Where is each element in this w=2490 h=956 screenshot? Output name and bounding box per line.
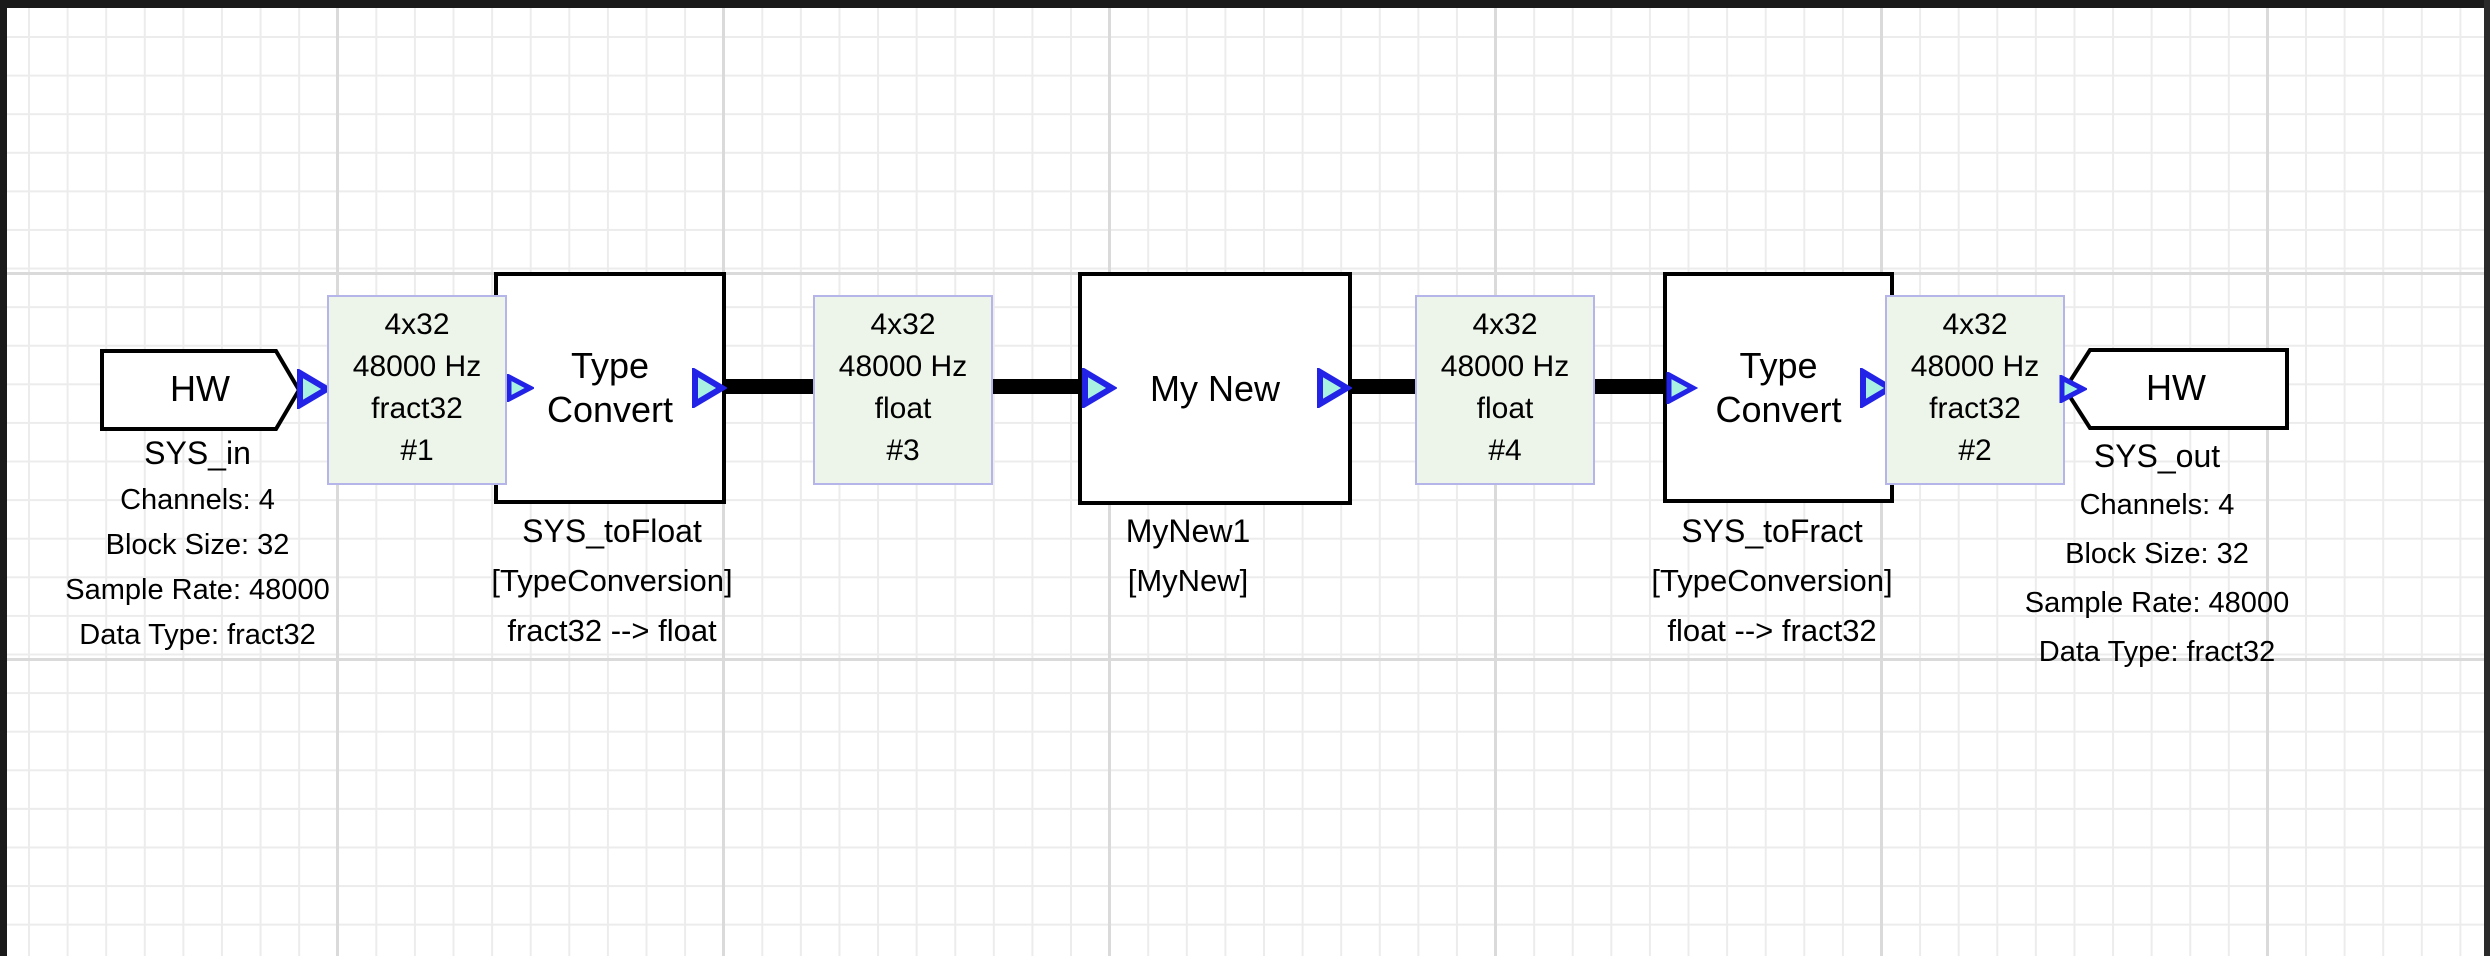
block-label-line: Convert bbox=[1715, 388, 1842, 430]
tofract-output-port-icon[interactable] bbox=[1859, 366, 1896, 410]
node-class-label: [TypeConversion] bbox=[491, 563, 733, 598]
hw-output-block-label: HW bbox=[2146, 367, 2206, 408]
wire-rate: 48000 Hz bbox=[838, 350, 968, 383]
mynew-output-port-icon[interactable] bbox=[1316, 366, 1353, 410]
node-conversion-label: float --> fract32 bbox=[1667, 613, 1877, 648]
node-name-label: MyNew1 bbox=[1125, 513, 1251, 549]
tofloat-output-port-icon[interactable] bbox=[691, 366, 728, 410]
wire-dtype: float bbox=[1476, 392, 1534, 425]
window-frame-top bbox=[0, 0, 2490, 8]
type-convert-tofloat-block[interactable]: Type Convert bbox=[494, 272, 726, 504]
tofloat-annotations: SYS_toFloat [TypeConversion] fract32 -->… bbox=[452, 506, 772, 656]
node-class-label: [MyNew] bbox=[1127, 563, 1249, 598]
node-property: Data Type: fract32 bbox=[79, 619, 316, 651]
wire-info-box-1[interactable]: 4x32 48000 Hz fract32 #1 bbox=[327, 295, 507, 485]
wire-dtype: fract32 bbox=[1929, 392, 2021, 425]
node-property: Block Size: 32 bbox=[2065, 538, 2249, 570]
wire-dtype: float bbox=[874, 392, 932, 425]
mynew-input-port-icon[interactable] bbox=[1081, 366, 1118, 410]
block-label-line: Type bbox=[570, 345, 650, 386]
node-property: Sample Rate: 48000 bbox=[65, 574, 330, 606]
wire-rate: 48000 Hz bbox=[1440, 350, 1570, 383]
wire-w3-to-myNew[interactable] bbox=[975, 379, 1095, 394]
grid-major-line bbox=[0, 658, 2490, 661]
tofloat-input-port-icon[interactable] bbox=[506, 372, 536, 404]
node-property: Channels: 4 bbox=[2079, 489, 2235, 521]
grid-major-line bbox=[2266, 0, 2269, 956]
node-property: Block Size: 32 bbox=[105, 529, 290, 561]
block-label-line: Type bbox=[1739, 344, 1818, 386]
wire-dims: 4x32 bbox=[384, 308, 450, 341]
tofract-input-port-icon[interactable] bbox=[1666, 370, 1699, 406]
wire-info-box-4[interactable]: 4x32 48000 Hz float #4 bbox=[1415, 295, 1595, 485]
type-convert-tofract-block[interactable]: Type Convert bbox=[1663, 272, 1894, 503]
wire-rate: 48000 Hz bbox=[352, 350, 482, 383]
mynew-block[interactable]: My New bbox=[1078, 272, 1352, 505]
wire-id: #2 bbox=[1958, 434, 1992, 467]
hw-input-output-port-icon[interactable] bbox=[296, 367, 333, 411]
node-name-label: SYS_toFloat bbox=[522, 513, 702, 549]
hw-output-annotations: SYS_out Channels: 4 Block Size: 32 Sampl… bbox=[1968, 431, 2346, 677]
block-label-line: My New bbox=[1149, 367, 1280, 409]
node-conversion-label: fract32 --> float bbox=[507, 613, 717, 648]
wire-id: #1 bbox=[400, 434, 434, 467]
wire-dtype: fract32 bbox=[371, 392, 463, 425]
hw-input-block[interactable] bbox=[100, 349, 302, 431]
wire-w4-to-toFract[interactable] bbox=[1580, 379, 1680, 394]
node-name-label: SYS_toFract bbox=[1681, 513, 1863, 549]
node-name-label: SYS_in bbox=[144, 435, 251, 471]
window-frame-right bbox=[2484, 0, 2490, 956]
node-property: Data Type: fract32 bbox=[2038, 636, 2276, 668]
hw-input-annotations: SYS_in Channels: 4 Block Size: 32 Sample… bbox=[10, 428, 385, 658]
wire-info-box-3[interactable]: 4x32 48000 Hz float #3 bbox=[813, 295, 993, 485]
tofract-annotations: SYS_toFract [TypeConversion] float --> f… bbox=[1610, 506, 1934, 656]
wire-dims: 4x32 bbox=[1472, 308, 1538, 341]
wire-dims: 4x32 bbox=[1942, 308, 2008, 341]
wire-rate: 48000 Hz bbox=[1910, 350, 2040, 383]
hw-input-block-label: HW bbox=[170, 368, 230, 409]
wire-dims: 4x32 bbox=[870, 308, 936, 341]
hw-output-block[interactable] bbox=[2062, 348, 2291, 430]
block-label-line: Convert bbox=[546, 389, 674, 430]
wire-info-box-2[interactable]: 4x32 48000 Hz fract32 #2 bbox=[1885, 295, 2065, 485]
node-name-label: SYS_out bbox=[2093, 438, 2221, 474]
node-property: Channels: 4 bbox=[120, 484, 275, 516]
wire-myNew-to-w4[interactable] bbox=[1335, 379, 1430, 394]
node-class-label: [TypeConversion] bbox=[1651, 563, 1893, 598]
wire-id: #4 bbox=[1488, 434, 1522, 467]
hw-output-input-port-icon[interactable] bbox=[2059, 373, 2089, 405]
window-frame-left bbox=[0, 0, 7, 956]
wire-id: #3 bbox=[886, 434, 920, 467]
node-property: Sample Rate: 48000 bbox=[2024, 587, 2290, 619]
mynew-annotations: MyNew1 [MyNew] bbox=[1028, 506, 1348, 606]
